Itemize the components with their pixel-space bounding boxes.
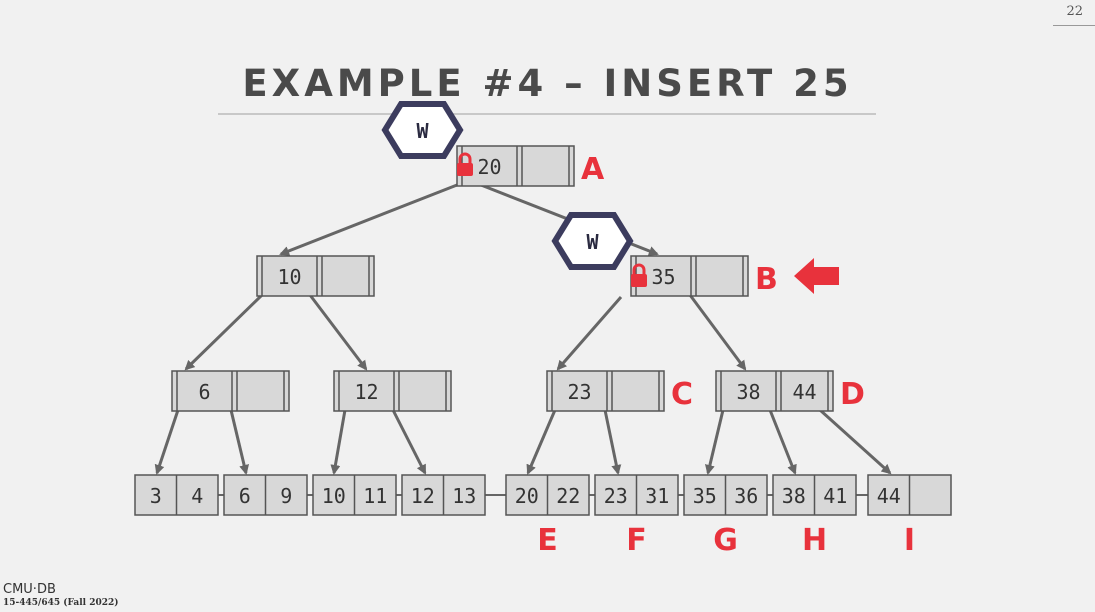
page-number: 22 xyxy=(1066,4,1083,19)
tree-edge-13 xyxy=(768,409,797,475)
leaf-key: 38 xyxy=(782,484,806,508)
arrow-left-icon xyxy=(794,258,839,294)
leaf-key: 9 xyxy=(280,484,292,508)
page-number-rule xyxy=(1053,25,1095,26)
write-latch-root: W xyxy=(381,101,473,176)
node-key: 35 xyxy=(651,265,675,289)
tree-edge-0 xyxy=(279,183,458,256)
leaf-node: 10 11 xyxy=(312,474,397,516)
node-label: A xyxy=(581,152,605,187)
leaf-node: 35 36 xyxy=(683,474,768,516)
lock-icon xyxy=(631,263,647,287)
latch-hexagon xyxy=(381,101,464,159)
leaf-key: 11 xyxy=(363,484,387,508)
leaf-key: 6 xyxy=(239,484,251,508)
lock-icon xyxy=(457,152,473,176)
tree-edge-14 xyxy=(818,408,892,475)
node-key: 10 xyxy=(277,265,301,289)
inner-node-root: 20 xyxy=(456,145,575,187)
latch-mode: W xyxy=(586,230,599,254)
inner-node-n23: 23 xyxy=(546,370,665,412)
leaf-key: 20 xyxy=(515,484,539,508)
node-key: 44 xyxy=(792,380,816,404)
node-key: 20 xyxy=(477,155,501,179)
leaf-key: 41 xyxy=(823,484,847,508)
leaf-key: 31 xyxy=(645,484,669,508)
inner-node-n3844: 38 44 xyxy=(715,370,834,412)
tree-edge-11 xyxy=(603,409,622,475)
tree-edge-3 xyxy=(308,294,368,371)
slide-title: EXAMPLE #4 – INSERT 25 xyxy=(242,62,853,105)
leaf-key: 35 xyxy=(693,484,717,508)
leaf-node: 44 xyxy=(867,474,952,516)
tree-edge-2 xyxy=(184,293,264,371)
tree-edge-5 xyxy=(688,294,747,371)
tree-edge-8 xyxy=(330,409,347,475)
leaf-key: 22 xyxy=(556,484,580,508)
leaf-label: H xyxy=(802,523,827,558)
leaf-key: 4 xyxy=(191,484,203,508)
node-label: D xyxy=(840,377,865,412)
leaf-label: E xyxy=(537,523,558,558)
leaf-label: G xyxy=(713,523,738,558)
latch-hexagon xyxy=(551,212,634,270)
tree-edge-9 xyxy=(391,409,427,475)
node-label: B xyxy=(755,262,778,297)
leaf-key: 36 xyxy=(734,484,758,508)
leaf-label: F xyxy=(626,523,647,558)
leaf-node: 12 13 xyxy=(401,474,486,516)
tree-edge-6 xyxy=(154,409,180,475)
node-key: 38 xyxy=(736,380,760,404)
inner-node-n12: 12 xyxy=(333,370,452,412)
tree-edge-10 xyxy=(526,409,557,475)
node-key: 12 xyxy=(354,380,378,404)
leaf-key: 12 xyxy=(411,484,435,508)
leaf-label: I xyxy=(904,523,915,558)
title-underline xyxy=(218,113,876,115)
node-key: 6 xyxy=(198,380,210,404)
tree-edge-12 xyxy=(704,409,725,475)
inner-node-n35: 35 xyxy=(630,255,749,297)
latch-mode: W xyxy=(416,119,429,143)
node-label: C xyxy=(671,377,693,412)
leaf-node: 23 31 xyxy=(594,474,679,516)
tree-edge-4 xyxy=(556,296,623,371)
leaf-key: 23 xyxy=(604,484,628,508)
leaf-node: 38 41 xyxy=(772,474,857,516)
leaf-key: 10 xyxy=(322,484,346,508)
course-label: 15-445/645 (Fall 2022) xyxy=(3,598,119,608)
tree-edge-7 xyxy=(229,409,250,475)
node-key: 23 xyxy=(567,380,591,404)
leaf-key: 44 xyxy=(877,484,901,508)
inner-node-n6: 6 xyxy=(171,370,290,412)
inner-node-n10: 10 xyxy=(256,255,375,297)
cmu-db-logo: CMU·DB xyxy=(3,582,56,597)
leaf-key: 13 xyxy=(452,484,476,508)
leaf-key: 3 xyxy=(150,484,162,508)
write-latch-n35: W xyxy=(551,212,647,287)
